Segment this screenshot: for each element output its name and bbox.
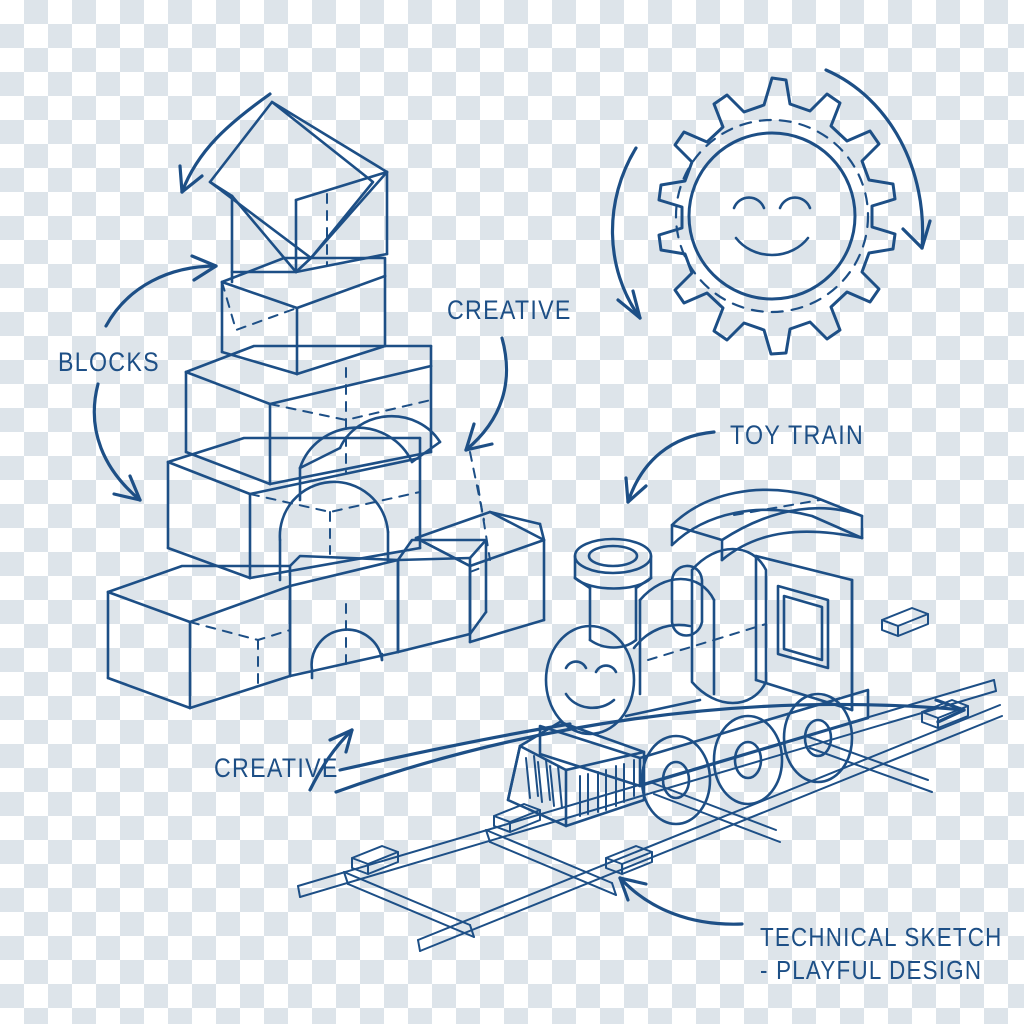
house-body-block	[230, 170, 389, 284]
train-boiler	[638, 547, 768, 705]
gear-smiley-face	[732, 196, 812, 257]
construction-line-2	[477, 485, 491, 561]
base-cube-middle-arch	[288, 554, 400, 680]
arrow-gear-right	[824, 68, 932, 250]
gear-dashed-ring	[674, 118, 870, 314]
caption-line-1: TECHNICAL SKETCH	[760, 922, 1003, 952]
upper-cube-block	[220, 256, 387, 376]
rail-track	[297, 607, 1003, 952]
arrow-track-sweep	[334, 698, 966, 794]
toy-train	[506, 488, 870, 828]
caption-line-2: - PLAYFUL DESIGN	[760, 955, 983, 985]
train-dome	[670, 564, 704, 637]
label-toy-train: TOY TRAIN	[730, 420, 865, 450]
arrow-creative-lower-left	[338, 722, 572, 772]
train-chimney	[573, 537, 653, 649]
arrow-caption	[618, 876, 744, 926]
arch-tunnel-piece	[298, 414, 442, 502]
label-creative-top: CREATIVE	[447, 295, 572, 325]
train-face	[544, 624, 636, 736]
train-cab-window	[776, 584, 830, 670]
arrow-blocks-down	[92, 382, 142, 502]
arch-block	[166, 436, 422, 582]
smiling-gear	[657, 76, 897, 356]
train-chassis	[538, 688, 870, 788]
roof-prism-block	[208, 100, 389, 274]
arrow-gear-left	[610, 146, 642, 320]
train-cowcatcher	[506, 720, 646, 828]
rail-clip	[605, 845, 653, 875]
train-wheel-front	[640, 734, 712, 826]
arrow-blocks-up	[104, 254, 218, 328]
arrow-to-roof	[178, 92, 272, 194]
train-wheel-middle	[712, 714, 784, 806]
block-tower	[106, 100, 546, 710]
arrow-creative-bottom	[308, 728, 354, 792]
base-cube-right	[396, 538, 488, 654]
wedge-ramp-block	[414, 510, 546, 644]
rail-clip	[881, 607, 929, 637]
label-blocks: BLOCKS	[58, 347, 160, 377]
arrow-toy-train	[624, 430, 716, 504]
gear-face-circle	[687, 131, 857, 301]
train-wheel-rear	[782, 692, 854, 784]
rail-clip	[351, 845, 399, 875]
train-cab-roof	[670, 488, 864, 562]
label-creative-bottom: CREATIVE	[214, 753, 339, 783]
arrow-creative-top	[464, 336, 509, 452]
train-cab	[754, 554, 854, 712]
base-cube-left	[106, 564, 292, 710]
